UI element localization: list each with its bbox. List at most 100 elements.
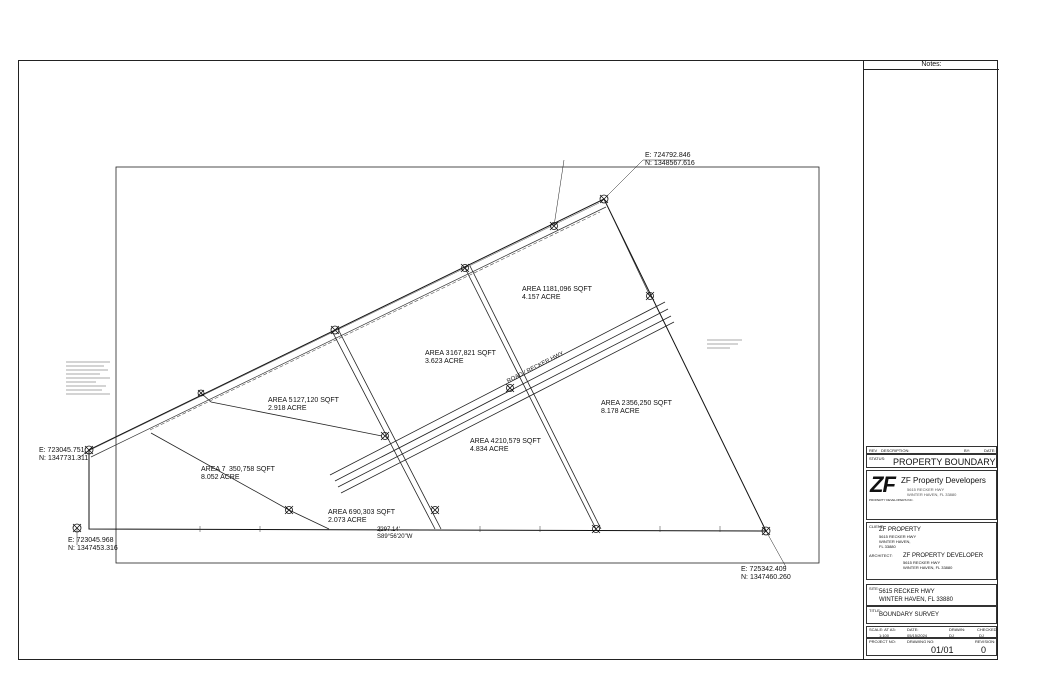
monument-marker (380, 431, 390, 441)
architect-label: ARCHITECT: (869, 553, 893, 558)
rev-col-date: DATE: (984, 448, 996, 453)
area-7-name: AREA 7 (201, 466, 226, 473)
area-4-sqft: 210,579 SQFT (495, 438, 542, 445)
property-boundary (88, 198, 767, 532)
parcel-line (331, 330, 436, 530)
site-line2: WINTER HAVEN, FL 33880 (879, 597, 954, 603)
title-block: Notes: REV DESCRIPTION: BY: DATE: STATUS… (863, 60, 999, 660)
monument-marker (84, 445, 94, 455)
monument-markers (72, 194, 771, 536)
site-label: SITE: (869, 586, 880, 591)
company-logo: ZF (870, 472, 896, 497)
monument-marker (284, 505, 294, 515)
monument-marker (761, 526, 771, 536)
client-label: CLIENT: (869, 524, 884, 529)
area-4-name: AREA 4 (470, 438, 495, 445)
monument-marker (591, 524, 601, 534)
monument-marker (197, 389, 205, 397)
revision-value: 0 (981, 645, 987, 655)
area-5-sqft: 127,120 SQFT (293, 397, 340, 404)
site-line1: 5615 RECKER HWY (879, 589, 935, 595)
parcel-line (288, 509, 330, 530)
status-label: STATUS: (869, 456, 886, 461)
leader-line (603, 159, 644, 200)
architect-addr-line: WINTER HAVEN, FL 33880 (903, 565, 953, 570)
survey-legend (66, 361, 110, 395)
bottom-dim-bearing: S89°56'20"W (377, 534, 413, 540)
company-name: ZF Property Developers (901, 476, 986, 485)
checked-value: DJ (979, 633, 984, 638)
area-7-acre: 8.052 ACRE (201, 474, 240, 481)
scale-value: 1:100 (879, 633, 890, 638)
leader-line (553, 159, 565, 227)
parcel-line (603, 198, 651, 297)
drawing-sheet (18, 60, 998, 660)
coord-w-e: E: 723045.751 (39, 447, 85, 454)
monument-marker (460, 263, 470, 273)
area-1-sqft: 181,096 SQFT (546, 286, 593, 293)
monument-marker (430, 505, 440, 515)
parcel-line (337, 328, 442, 530)
drawing-value: 01/01 (931, 645, 954, 655)
drawing-title-box: TITLE: BOUNDARY SURVEY (866, 606, 997, 624)
scale-label: SCALE: AT A3: (869, 627, 896, 632)
area-6-acre: 2.073 ACRE (328, 517, 367, 524)
notes-header: Notes: (864, 60, 999, 70)
client-name: ZF PROPERTY (879, 527, 921, 533)
date-value: 05/15/2024 (907, 633, 928, 638)
area-5-acre: 2.918 ACRE (268, 405, 307, 412)
area-6-name: AREA 6 (328, 509, 353, 516)
easement-line (149, 211, 601, 431)
row-line (337, 315, 672, 488)
monument-marker (599, 194, 609, 204)
rev-col-by: BY: (964, 448, 971, 453)
info-row: SCALE: AT A3: 1:100 DATE: 05/15/2024 DRA… (866, 626, 998, 638)
leader-line (765, 530, 787, 568)
title-label: TITLE: (869, 608, 882, 613)
coord-sw-n: N: 1347453.316 (68, 545, 118, 552)
area-4-acre: 4.834 ACRE (470, 446, 509, 453)
site-box: SITE: 5615 RECKER HWY WINTER HAVEN, FL 3… (866, 584, 997, 606)
coord-ne-e: E: 724792.846 (645, 152, 691, 159)
drawn-value: DJ (949, 633, 954, 638)
monument-marker (505, 383, 515, 393)
revision-table: REV DESCRIPTION: BY: DATE: (866, 446, 997, 454)
coordinate-labels: E: 724792.846 N: 1348567.616 E: 723045.7… (39, 152, 791, 581)
company-addr2: WINTER HAVEN, FL 33880 (907, 492, 957, 497)
coord-sw-e: E: 723045.968 (68, 537, 114, 544)
checked-label: CHECKED: (977, 627, 998, 632)
road-edge-line (90, 206, 607, 458)
coord-w-n: N: 1347731.311 (39, 455, 88, 462)
client-box: CLIENT: ZF PROPERTY 5615 RECKER HWY WINT… (866, 522, 997, 580)
company-logo-sub: PROPERTY DEVELOPERS INC. (869, 498, 914, 502)
status-value: PROPERTY BOUNDARY (893, 457, 996, 467)
drawing-frame (115, 166, 820, 564)
survey-drawing: AREA 1 181,096 SQFT 4.157 ACRE AREA 2 35… (39, 152, 820, 581)
bottom-ticks (199, 526, 721, 532)
client-addr-line: FL 33880 (879, 544, 896, 549)
architect-addr-line: 5615 RECKER HWY (903, 560, 941, 565)
status-box: STATUS: PROPERTY BOUNDARY (866, 454, 997, 468)
title-value: BOUNDARY SURVEY (879, 612, 940, 618)
monument-marker (549, 221, 559, 231)
area-1-name: AREA 1 (522, 286, 547, 293)
client-addr-line: WINTER HAVEN, (879, 539, 911, 544)
area-1-acre: 4.157 ACRE (522, 294, 561, 301)
coord-se-n: N: 1347460.260 (741, 574, 791, 581)
architect-name: ZF PROPERTY DEVELOPER (903, 553, 984, 559)
road-edge-line (83, 202, 600, 454)
area-6-sqft: 90,303 SQFT (353, 509, 396, 516)
drawing-label: DRAWING NO: (907, 639, 935, 644)
revision-label: REVISION: (975, 639, 996, 644)
area-2-name: AREA 2 (601, 400, 626, 407)
row-line (334, 308, 669, 482)
company-box: ZF PROPERTY DEVELOPERS INC. ZF Property … (866, 470, 997, 520)
parcel-line (464, 267, 597, 530)
monument-marker (72, 523, 82, 533)
coord-ne-n: N: 1348567.616 (645, 160, 695, 167)
date-label: DATE: (907, 627, 919, 632)
bottom-dim-length: 2297.14' (377, 527, 400, 533)
company-addr1: 5615 RECKER HWY (907, 487, 945, 492)
area-7-sqft: 350,758 SQFT (229, 466, 276, 473)
rev-col-rev: REV (869, 448, 878, 453)
